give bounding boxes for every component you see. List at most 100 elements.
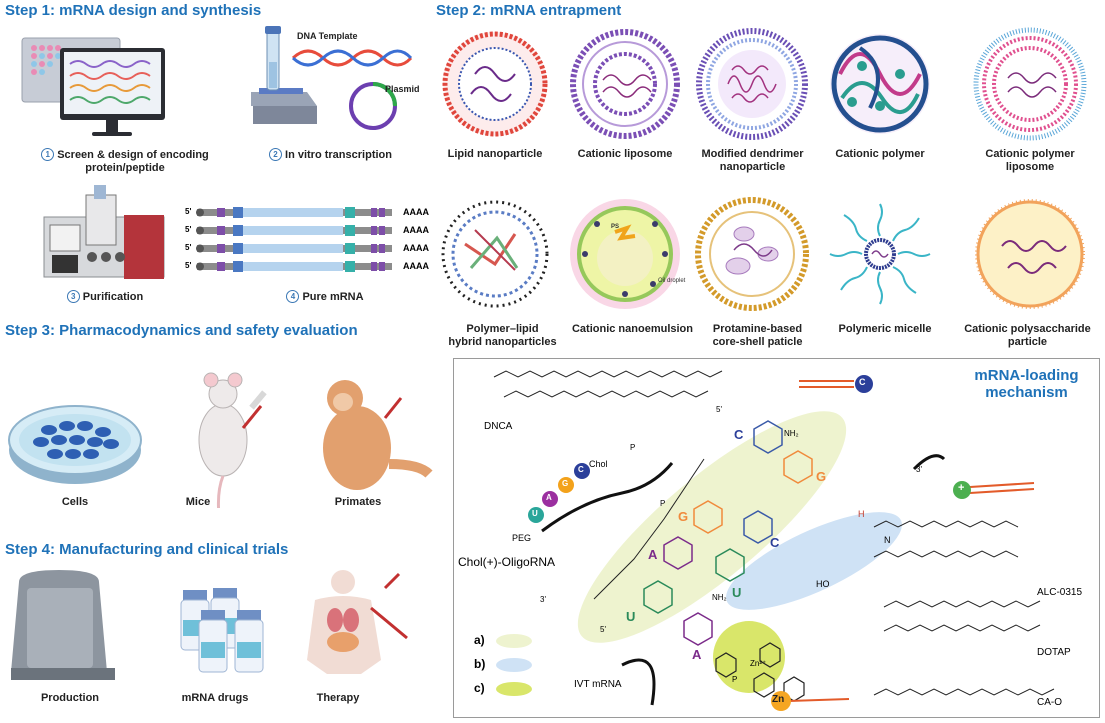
dotap-label: DOTAP [1037, 647, 1071, 658]
cationic-liposome-icon [570, 29, 680, 139]
phosphate-p-label: P [630, 443, 636, 452]
peg-label: PEG [512, 533, 532, 543]
step3-title: Step 3: Pharmacodynamics and safety eval… [5, 322, 358, 339]
polymeric-micelle-icon [829, 203, 931, 305]
phosphate-p-label: P [732, 675, 738, 684]
n-label: N [884, 535, 891, 545]
petri-dish-icon [8, 405, 142, 484]
five-prime-label: 5' [185, 243, 192, 252]
caption-line: Protamine-based [712, 323, 803, 335]
ca-o-label: CA-O [1037, 697, 1062, 708]
step-number-badge: 4 [286, 290, 300, 303]
ivt-mrna-label: IVT mRNA [574, 679, 622, 690]
phosphate-p-label: P [660, 499, 666, 508]
vials-icon [180, 588, 264, 673]
protamine-core-shell-icon [695, 197, 809, 311]
caption-line: Cationic liposome [577, 148, 673, 160]
mice-caption: Mice [185, 496, 211, 508]
carrier-caption: Cationic liposome [575, 148, 675, 161]
ivt-illustration [251, 26, 413, 130]
cells-caption: Cells [61, 496, 89, 508]
caption-line: Lipid nanoparticle [447, 148, 543, 160]
base-u-label: U [732, 585, 742, 600]
nh2-label: NH₂ [712, 593, 727, 602]
caption-line: hybrid nanoparticles [448, 336, 557, 348]
chol-oligo-label: Chol(+)-OligoRNA [458, 555, 556, 569]
plus-ball-label: + [958, 482, 965, 494]
polya-tail-label: AAAA [403, 225, 429, 235]
step-number-badge: 3 [66, 290, 80, 303]
legend-a-label: a) [474, 633, 485, 647]
nh2-label: NH₂ [784, 429, 799, 438]
five-prime-label: 5' [185, 225, 192, 234]
mechanism-structure-diagram [493, 370, 1055, 711]
therapy-caption: Therapy [316, 692, 360, 704]
caption-line: Polymeric micelle [838, 323, 932, 335]
h-label: H [858, 509, 865, 519]
plasmid-label: Plasmid [385, 84, 420, 94]
cationic-polysaccharide-icon [975, 199, 1085, 309]
c-ball-label: C [859, 377, 866, 387]
base-g-label: G [678, 509, 689, 524]
base-c-label: C [734, 427, 744, 442]
mrna-strands: 5' 5' 5' 5' [185, 205, 435, 275]
mechanism-title-line: mechanism [985, 384, 1068, 401]
evaluation-illustrations [8, 372, 433, 508]
base-c-label: C [770, 535, 780, 550]
step1-title: Step 1: mRNA design and synthesis [5, 2, 262, 19]
caption-line: Cationic polymer [985, 148, 1075, 160]
caption-line: Pure mRNA [302, 291, 364, 303]
caption-line: protein/peptide [85, 162, 165, 174]
five-prime-label: 5' [716, 405, 722, 414]
oligo-u-label: U [532, 509, 538, 518]
primates-caption: Primates [334, 496, 382, 508]
carrier-illustrations-row1 [442, 27, 1087, 141]
step2-title: Step 2: mRNA entrapment [436, 2, 622, 19]
caption-line: core-shell paticle [712, 336, 803, 348]
ho-label: HO [816, 579, 830, 589]
alc-0315-label: ALC-0315 [1037, 587, 1083, 598]
purification-illustration [43, 185, 165, 279]
legend-c-label: c) [474, 681, 485, 695]
five-prime-label: 5' [185, 261, 192, 270]
caption-line: particle [1007, 336, 1048, 348]
oligo-c-label: C [578, 465, 584, 474]
carrier-caption: Polymeric micelle [830, 323, 940, 336]
polya-tail-label: AAAA [403, 243, 429, 253]
cationic-polymer-icon [830, 34, 930, 134]
zn2-label: Zn²⁺ [750, 659, 767, 668]
caption-line: In vitro transcription [285, 149, 392, 161]
caption-line: Purification [82, 291, 144, 303]
carrier-illustrations-row2 [441, 197, 1085, 311]
mouse-icon [198, 372, 267, 508]
three-prime-label: 3' [916, 465, 922, 474]
human-body-icon [307, 570, 408, 674]
caption-line: nanoparticle [719, 161, 786, 173]
five-prime-label: 5' [185, 207, 192, 216]
polya-tail-label: AAAA [403, 261, 429, 271]
ps-label: PS [611, 224, 620, 230]
base-u-label: U [626, 609, 636, 624]
production-machine-icon [11, 570, 115, 680]
modified-dendrimer-icon [696, 28, 808, 140]
caption-line: Polymer–lipid [466, 323, 539, 335]
legend-b-label: b) [474, 657, 486, 671]
carrier-caption: Cationic polymer [830, 148, 930, 161]
five-prime-label: 5' [600, 625, 606, 634]
caption-line: Screen & design of encoding [57, 149, 209, 161]
production-caption: Production [40, 692, 100, 704]
chol-label: Chol [589, 459, 608, 469]
mrna-drugs-caption: mRNA drugs [181, 692, 249, 704]
polya-tail-label: AAAA [403, 207, 429, 217]
base-a-label: A [692, 647, 702, 662]
caption-line: liposome [1005, 161, 1055, 173]
screen-design-illustration [21, 37, 165, 136]
